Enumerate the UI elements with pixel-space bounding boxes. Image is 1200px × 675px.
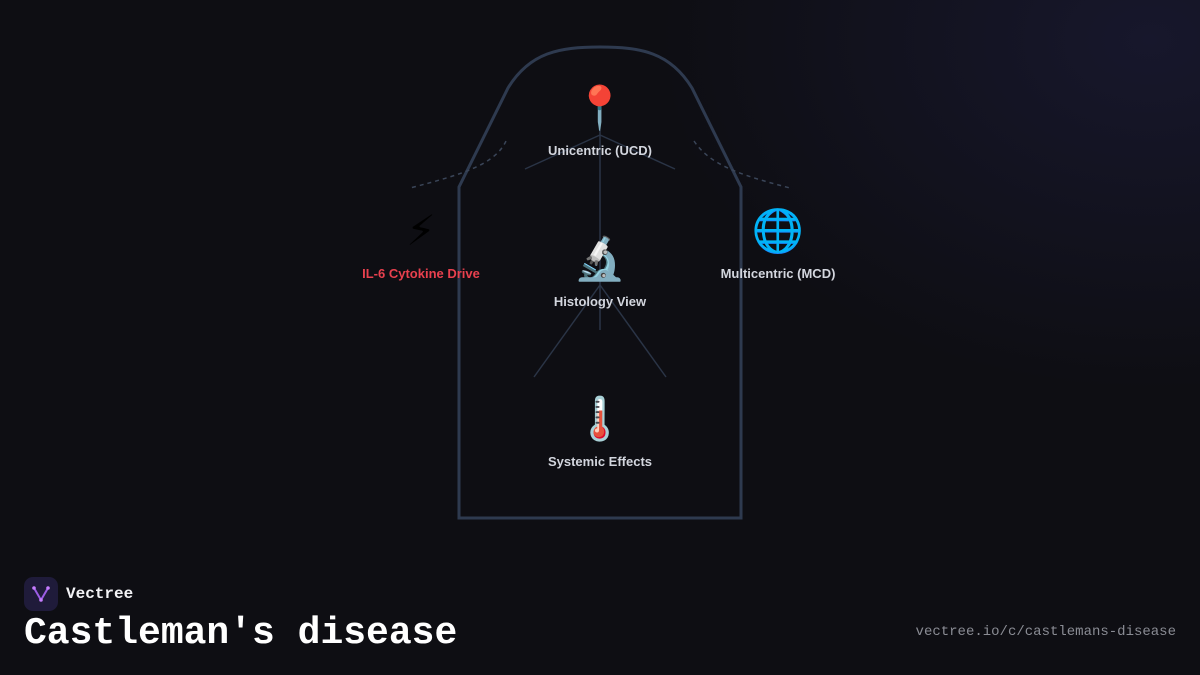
node-histology-label: Histology View bbox=[553, 294, 647, 309]
globe-icon: 🌐 bbox=[751, 206, 805, 255]
page-url[interactable]: vectree.io/c/castlemans-disease bbox=[915, 624, 1176, 640]
dashed-connector-left bbox=[409, 140, 507, 189]
brand[interactable]: Vectree bbox=[24, 577, 133, 611]
lightning-icon: ⚡ bbox=[406, 206, 436, 255]
connector-top-right bbox=[599, 134, 676, 170]
node-outline bbox=[457, 45, 743, 520]
node-mcd-label: Multicentric (MCD) bbox=[720, 266, 836, 281]
microscope-icon: 🔬 bbox=[573, 234, 627, 283]
connector-bottom-left bbox=[533, 284, 601, 378]
dashed-connector-right bbox=[693, 140, 791, 189]
node-ucd-label: Unicentric (UCD) bbox=[547, 143, 653, 158]
node-systemic-label: Systemic Effects bbox=[547, 454, 653, 469]
connector-top-left bbox=[524, 134, 601, 170]
connector-bottom-right bbox=[599, 284, 667, 378]
page-title: Castleman's disease bbox=[24, 612, 458, 655]
node-il6-label: IL-6 Cytokine Drive bbox=[362, 266, 480, 281]
thermometer-icon: 🌡️ bbox=[573, 394, 627, 443]
vectree-logo-icon bbox=[24, 577, 58, 611]
brand-name: Vectree bbox=[66, 585, 134, 603]
pin-icon: 📍 bbox=[573, 83, 627, 132]
